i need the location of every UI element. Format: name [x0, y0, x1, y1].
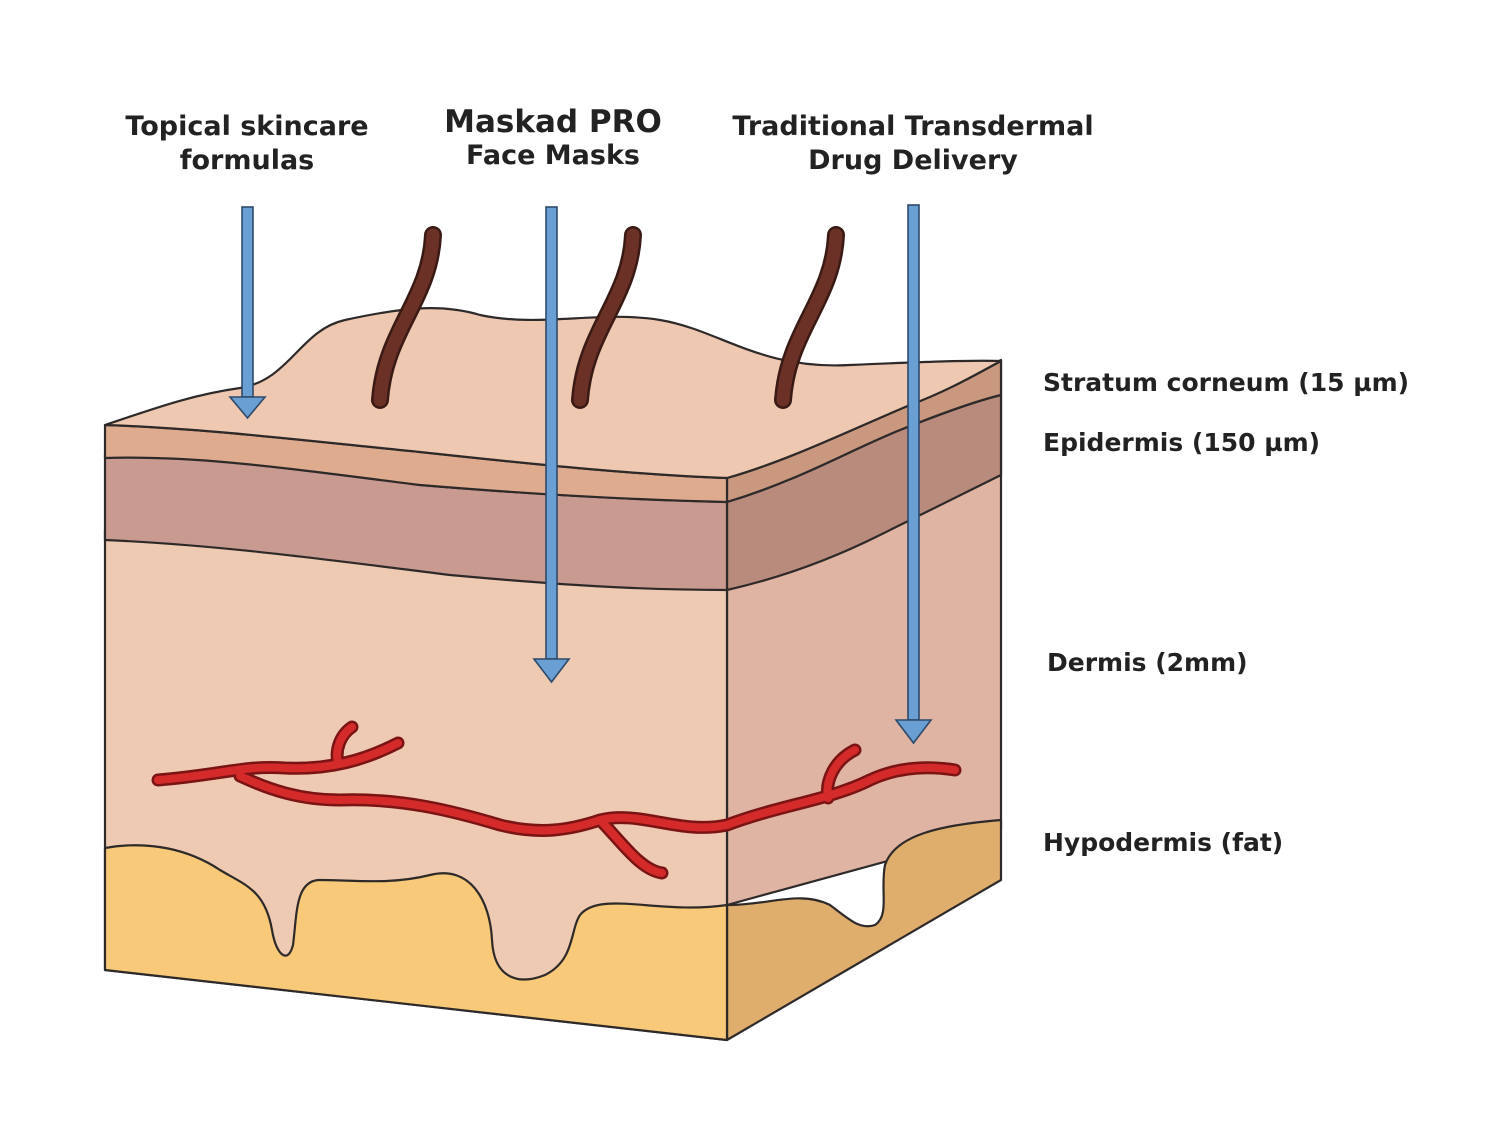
arrow-maskad-pro [532, 206, 571, 684]
hair-strand-1-fill [373, 228, 440, 407]
label-transdermal-line1: Traditional Transdermal [732, 111, 1094, 142]
label-maskad-line1: Maskad PRO [444, 104, 662, 140]
label-dermis: Dermis (2mm) [1047, 648, 1248, 677]
label-topical-skincare: Topical skincare formulas [125, 110, 368, 178]
label-maskad-pro: Maskad PRO Face Masks [444, 105, 662, 173]
arrow-topical [228, 206, 267, 420]
hair-strand-2-fill [573, 228, 640, 407]
hypodermis-front-face [103, 844, 729, 1042]
arrow-transdermal [894, 204, 933, 745]
label-topical-line2: formulas [179, 145, 315, 176]
blood-vessel-small-branch-left [333, 723, 356, 767]
label-transdermal: Traditional Transdermal Drug Delivery [732, 110, 1093, 178]
label-transdermal-line2: Drug Delivery [808, 145, 1018, 176]
label-stratum-corneum: Stratum corneum (15 µm) [1043, 368, 1410, 397]
blood-vessel-small-branch-right [823, 746, 859, 802]
blood-vessel-left-branch [154, 739, 402, 784]
hypodermis-side-face [725, 818, 1003, 1042]
label-topical-line1: Topical skincare [125, 111, 369, 142]
label-maskad-line2: Face Masks [466, 140, 640, 171]
label-hypodermis: Hypodermis (fat) [1043, 828, 1284, 857]
hair-strand-3-fill [776, 228, 843, 407]
blood-vessel-lower-branch [596, 816, 666, 877]
label-epidermis: Epidermis (150 µm) [1043, 428, 1321, 457]
